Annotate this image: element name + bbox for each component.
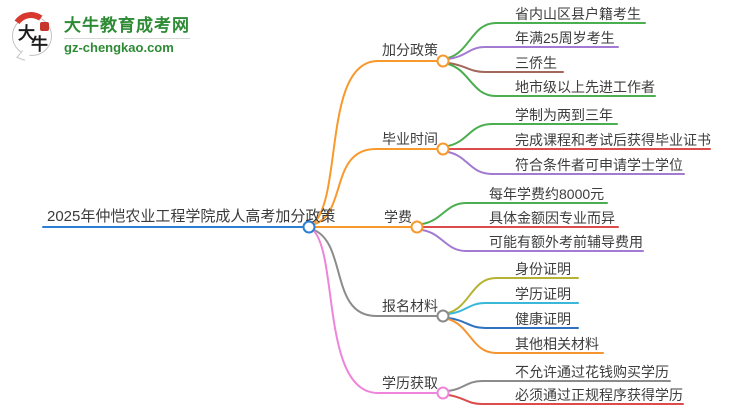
leaf-line-graduation-time-0 [447, 123, 618, 147]
branch-line-bonus-policy [314, 60, 439, 223]
leaf-label-application-materials-0[interactable]: 身份证明 [515, 261, 571, 277]
leaf-line-bonus-policy-0 [447, 22, 646, 59]
leaf-line-application-materials-3 [447, 318, 604, 354]
leaf-label-tuition-2[interactable]: 可能有额外考前辅导费用 [489, 234, 643, 250]
leaf-label-application-materials-2[interactable]: 健康证明 [515, 311, 571, 327]
leaf-label-bonus-policy-0[interactable]: 省内山区县户籍考生 [515, 6, 641, 22]
branch-node-graduation-time[interactable] [436, 142, 450, 156]
logo-title: 大牛教育成考网 [64, 15, 190, 35]
leaf-label-bonus-policy-3[interactable]: 地市级以上先进工作者 [515, 79, 655, 95]
leaf-line-application-materials-2 [447, 317, 579, 329]
leaf-label-graduation-time-1[interactable]: 完成课程和考试后获得毕业证书 [515, 132, 711, 148]
branch-line-application-materials [313, 229, 439, 317]
branch-line-graduation-time [314, 148, 439, 225]
logo-divider [64, 37, 190, 39]
branch-label-application-materials[interactable]: 报名材料 [382, 298, 438, 314]
branch-node-tuition[interactable] [410, 220, 424, 234]
leaf-label-degree-acquisition-1[interactable]: 必须通过正规程序获得学历 [515, 387, 683, 403]
leaf-line-bonus-policy-1 [447, 46, 619, 60]
branch-node-degree-acquisition[interactable] [436, 386, 450, 400]
branch-label-tuition[interactable]: 学费 [384, 209, 412, 225]
branch-line-degree-acquisition [313, 230, 439, 394]
leaf-label-application-materials-3[interactable]: 其他相关材料 [515, 336, 599, 352]
root-topic-label[interactable]: 2025年仲恺农业工程学院成人高考加分政策 [47, 208, 336, 225]
logo-icon: 大 牛 [7, 8, 56, 61]
logo-domain: gz-chengkao.com [64, 39, 174, 55]
branch-label-graduation-time[interactable]: 毕业时间 [382, 131, 438, 147]
leaf-label-graduation-time-2[interactable]: 符合条件者可申请学士学位 [515, 157, 683, 173]
leaf-label-tuition-0[interactable]: 每年学费约8000元 [489, 186, 605, 202]
branch-node-application-materials[interactable] [436, 309, 450, 323]
leaf-label-tuition-1[interactable]: 具体金额因专业而异 [489, 210, 615, 226]
leaf-label-bonus-policy-1[interactable]: 年满25周岁考生 [515, 30, 615, 46]
leaf-line-tuition-0 [421, 202, 608, 225]
leaf-line-bonus-policy-2 [447, 62, 564, 73]
root-node-circle[interactable] [302, 220, 316, 234]
branch-label-bonus-policy[interactable]: 加分政策 [382, 42, 438, 58]
logo-char-niu: 牛 [31, 35, 48, 54]
branch-label-degree-acquisition[interactable]: 学历获取 [382, 375, 438, 391]
leaf-line-graduation-time-2 [447, 151, 685, 175]
branch-node-bonus-policy[interactable] [436, 54, 450, 68]
leaf-line-bonus-policy-3 [447, 63, 656, 97]
leaf-line-application-materials-1 [447, 302, 579, 315]
leaf-label-application-materials-1[interactable]: 学历证明 [515, 286, 571, 302]
logo-seal-icon [40, 22, 49, 31]
leaf-label-bonus-policy-2[interactable]: 三侨生 [515, 55, 557, 71]
leaf-line-tuition-2 [421, 229, 644, 252]
logo-char-da: 大 [18, 24, 35, 43]
leaf-line-degree-acquisition-1 [447, 394, 684, 405]
leaf-label-degree-acquisition-0[interactable]: 不允许通过花钱购买学历 [515, 364, 669, 380]
leaf-line-application-materials-0 [447, 277, 579, 314]
leaf-label-graduation-time-0[interactable]: 学制为两到三年 [515, 107, 613, 123]
logo-text: 大牛教育成考网 gz-chengkao.com [64, 16, 190, 55]
site-logo[interactable]: 大 牛 大牛教育成考网 gz-chengkao.com [7, 8, 190, 61]
leaf-line-degree-acquisition-0 [447, 380, 671, 392]
